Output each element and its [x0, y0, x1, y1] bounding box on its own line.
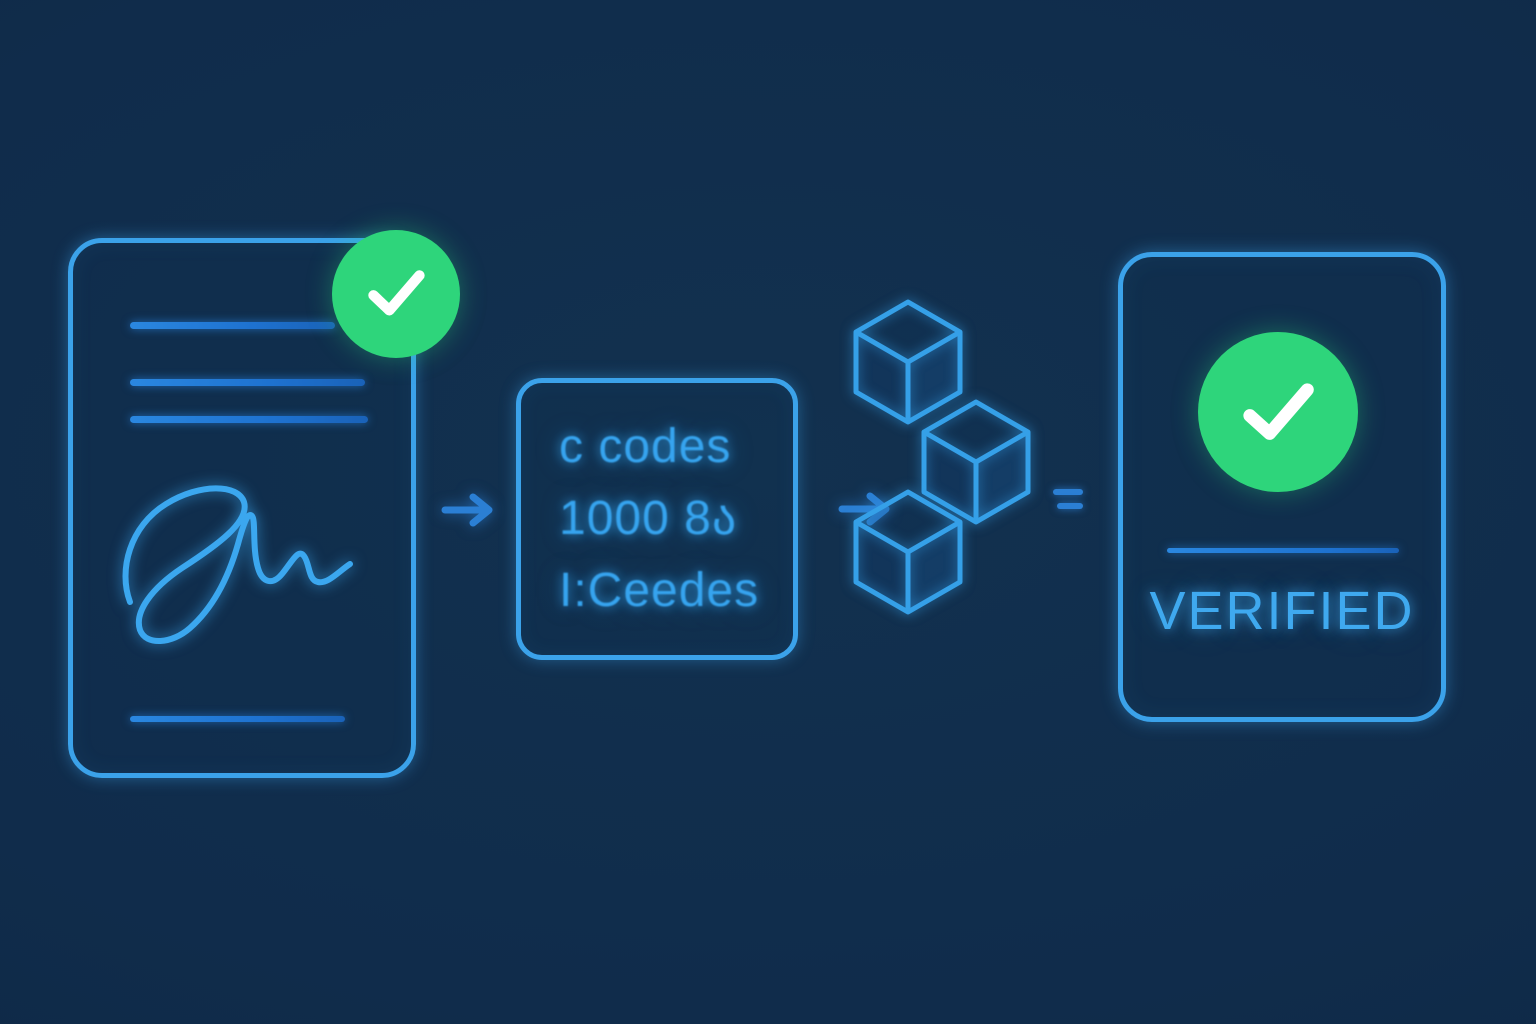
arrow-right-icon — [441, 490, 497, 530]
blockchain-cubes-group — [838, 282, 1078, 682]
verified-divider — [1167, 548, 1399, 553]
hash-code-line-1: c codes — [559, 420, 732, 474]
equals-bar-bottom — [1057, 503, 1083, 509]
blockchain-cube-icon — [853, 489, 963, 615]
hash-code-line-3: I:Ceedes — [559, 563, 760, 617]
verified-status-label: VERIFIED — [1149, 581, 1415, 641]
check-icon — [1243, 383, 1315, 441]
document-text-line — [130, 322, 335, 329]
verified-check-badge — [1198, 332, 1358, 492]
document-verified-check-badge — [332, 230, 460, 358]
hash-code-box: c codes 1000 8ა I:Ceedes — [516, 378, 798, 660]
hash-code-line-2: 1000 8ა — [559, 492, 738, 546]
check-icon — [368, 270, 425, 316]
document-text-line — [130, 379, 365, 386]
blockchain-cube-icon — [853, 299, 963, 425]
document-text-line — [130, 716, 345, 722]
equals-bar-top — [1053, 489, 1083, 495]
equals-sign-icon — [1053, 489, 1083, 515]
document-text-line — [130, 416, 368, 423]
blockchain-cube-icon — [921, 399, 1031, 525]
